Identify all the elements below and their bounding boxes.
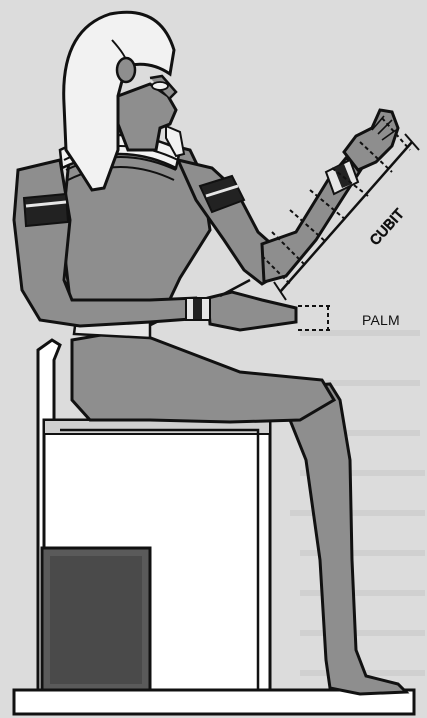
cubit-label: CUBIT xyxy=(366,205,407,248)
raised-hand xyxy=(344,110,398,170)
thigh xyxy=(72,330,334,422)
lower-hand xyxy=(208,292,296,330)
upper-arm-band-left xyxy=(24,194,68,226)
ear xyxy=(117,58,135,82)
cubit-end-tick-start xyxy=(274,282,286,300)
eye xyxy=(152,82,168,90)
wrist-band-lower-stripe xyxy=(193,299,202,319)
throne-panel-inset xyxy=(50,556,142,684)
palm-label: PALM xyxy=(362,312,400,328)
palm-measure: PALM xyxy=(298,306,400,330)
